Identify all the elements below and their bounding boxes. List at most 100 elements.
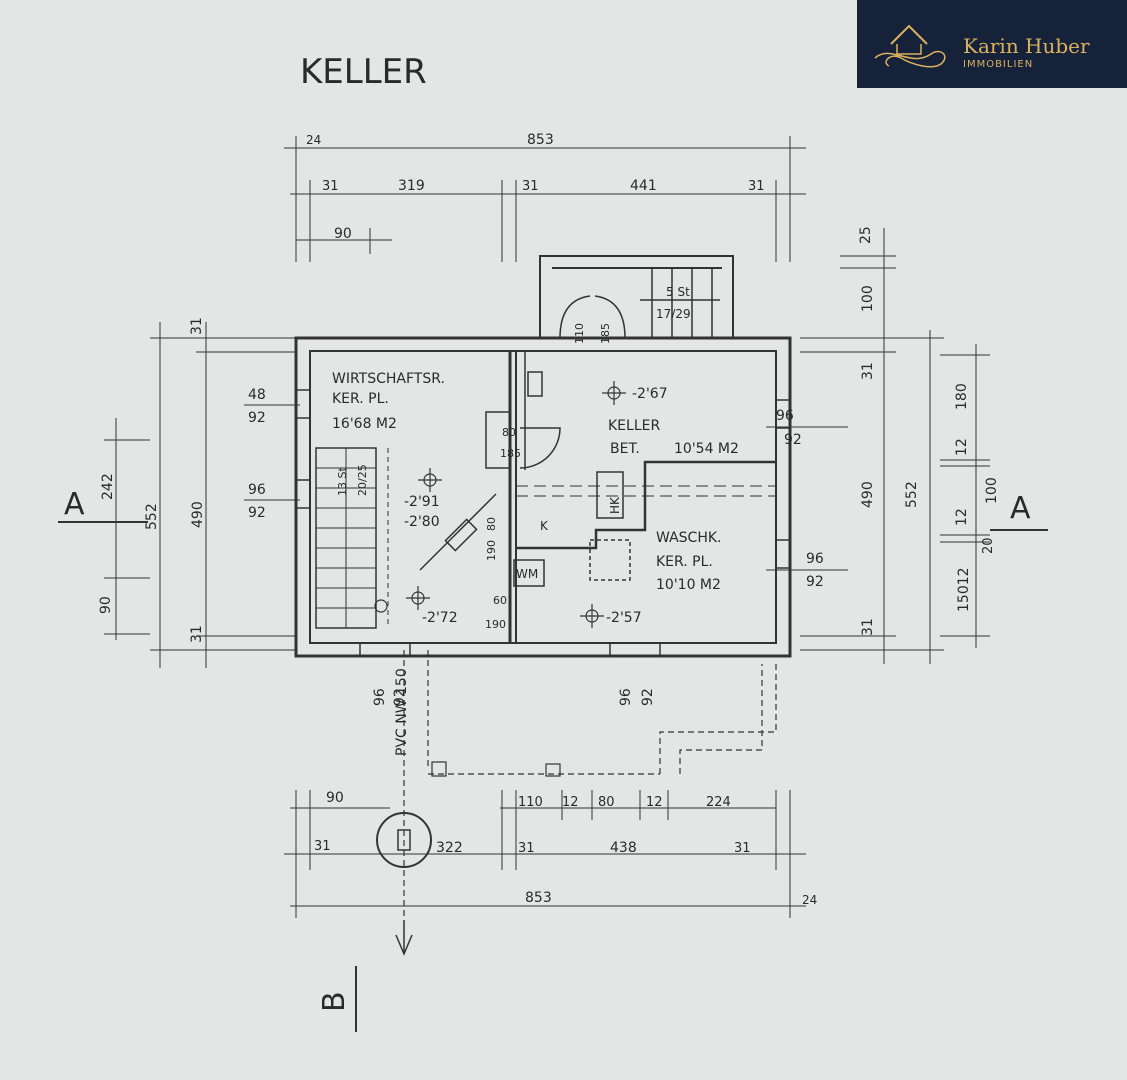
right-dimensions: [800, 228, 990, 664]
dim-label: 490: [190, 501, 206, 528]
dim-label: 180: [954, 383, 970, 410]
room-area: 16'68 M2: [332, 416, 397, 432]
brand-name: Karin Huber: [963, 34, 1090, 58]
entrance-stair: [539, 255, 734, 339]
dim-label: 242: [100, 473, 116, 500]
dim-label: 31: [322, 179, 339, 194]
stair-inner-label: 13 St: [336, 467, 349, 496]
section-b: B: [317, 991, 352, 1012]
left-dimensions: [104, 322, 300, 668]
drain-pipe: [376, 650, 777, 956]
window-dim: 96: [776, 408, 794, 424]
dim-label: 80: [598, 795, 615, 810]
dim-label: 31: [189, 317, 205, 335]
door-dim: 190: [485, 618, 506, 631]
dim-label: 552: [144, 503, 160, 530]
dim-label: 24: [306, 133, 321, 147]
room-name: KELLER: [608, 418, 660, 434]
dim-label: 552: [904, 481, 920, 508]
fixture-k-label: K: [540, 519, 549, 533]
section-a-right: A: [1010, 491, 1031, 526]
dim-label: 100: [984, 477, 1000, 504]
stair-top-ratio: 17/29: [656, 307, 691, 321]
dim-label: 48: [248, 387, 266, 403]
dim-label: 15012: [956, 567, 972, 612]
room-area: 10'54 M2: [674, 441, 739, 457]
section-marks: [58, 521, 1048, 1032]
window-dim: 92: [640, 688, 656, 706]
dim-label: 12: [562, 795, 579, 810]
dim-label: 438: [610, 840, 637, 856]
dim-label: 31: [734, 841, 751, 856]
dim-label: 92: [248, 410, 266, 426]
level-label: -2'72: [422, 610, 458, 626]
dim-label: 31: [518, 841, 535, 856]
stair-inner-ratio: 20/25: [356, 464, 369, 496]
dim-label: 224: [706, 795, 731, 810]
room-keller: KELLER BET. 10'54 M2: [608, 418, 739, 457]
door-dim: 110: [573, 323, 586, 344]
dim-label: 25: [858, 226, 874, 244]
door-dim: 60: [493, 594, 507, 607]
stair-top-label: 5 St: [666, 285, 690, 299]
door-dim: 80: [502, 426, 516, 439]
window-dim: 92: [806, 574, 824, 590]
washing-machine-label: WM: [516, 567, 538, 581]
dim-label: 92: [248, 505, 266, 521]
level-label: -2'91: [404, 494, 440, 510]
dim-label: 490: [860, 481, 876, 508]
window-dim: 96: [618, 688, 634, 706]
level-markers: [374, 381, 626, 628]
window-dim: 92: [784, 432, 802, 448]
dim-label: 322: [436, 840, 463, 856]
room-waschk: WASCHK. KER. PL. 10'10 M2: [656, 530, 721, 593]
door-dim: 185: [599, 323, 612, 344]
dim-label: 31: [748, 179, 765, 194]
windows: [295, 389, 791, 657]
door-dim: 190: [485, 540, 498, 561]
dim-label: 24: [802, 893, 817, 907]
dim-label: 12: [646, 795, 663, 810]
dim-label: 319: [398, 178, 425, 194]
dim-label: 12: [954, 438, 970, 456]
dim-label: 31: [860, 618, 876, 636]
top-dimensions: [284, 136, 806, 262]
window-dim: 96: [806, 551, 824, 567]
room-floor: KER. PL.: [656, 554, 713, 570]
room-area: 10'10 M2: [656, 577, 721, 593]
plan-title: KELLER: [300, 52, 427, 92]
window-dim: 96: [372, 688, 388, 706]
room-wirtschaft: WIRTSCHAFTSR. KER. PL. 16'68 M2: [332, 371, 445, 432]
dim-label: 96: [248, 482, 266, 498]
dim-label: 90: [326, 790, 344, 806]
house-swirl-logo-icon: [874, 24, 946, 68]
dim-label: 31: [860, 362, 876, 380]
level-label: -2'57: [606, 610, 642, 626]
dim-label: 100: [860, 285, 876, 312]
door-dim: 80: [485, 517, 498, 531]
brand-subtitle: IMMOBILIEN: [963, 59, 1034, 70]
room-name: WASCHK.: [656, 530, 721, 546]
brand-logo: Karin Huber IMMOBILIEN: [857, 0, 1127, 88]
pipe-label: PVC NW 150: [394, 668, 410, 756]
level-label: -2'67: [632, 386, 668, 402]
dim-label: 90: [98, 596, 114, 614]
dim-label: 110: [518, 795, 543, 810]
room-floor: KER. PL.: [332, 391, 389, 407]
dim-label: 853: [527, 132, 554, 148]
room-floor: BET.: [610, 441, 640, 457]
inner-stair: [315, 447, 497, 629]
dim-label: 90: [334, 226, 352, 242]
heater-label: HK: [608, 496, 622, 514]
window-dim: 92: [392, 688, 408, 706]
dim-label: 441: [630, 178, 657, 194]
bottom-dimensions: [284, 790, 806, 918]
dim-label: 31: [522, 179, 539, 194]
dim-label: 12: [954, 508, 970, 526]
dim-label: 20: [981, 537, 996, 554]
interior-walls: [485, 351, 776, 643]
level-label: -2'80: [404, 514, 440, 530]
dim-label: 853: [525, 890, 552, 906]
room-name: WIRTSCHAFTSR.: [332, 371, 445, 387]
